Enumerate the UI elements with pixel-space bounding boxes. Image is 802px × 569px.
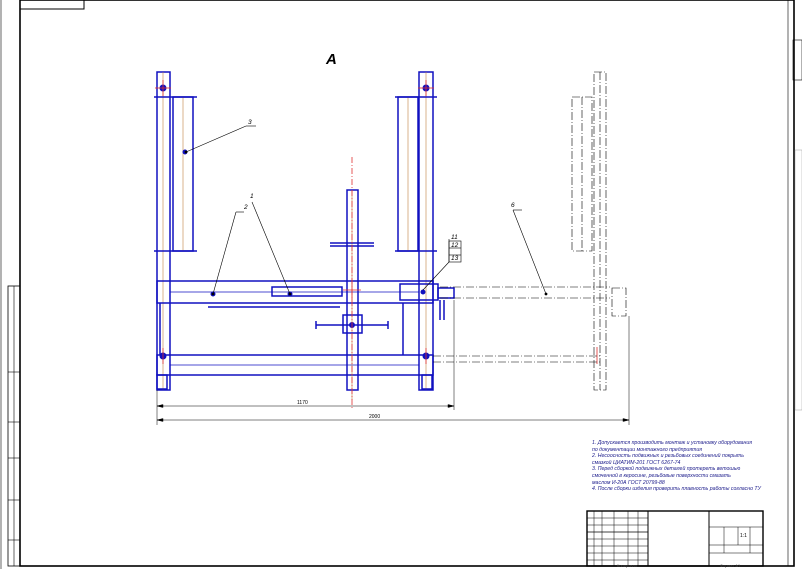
center-marks — [155, 80, 598, 410]
dimension-lines — [156, 300, 630, 425]
footer-format: Формат А1 — [720, 563, 741, 568]
callout-6: 6 — [511, 202, 515, 209]
callout-3: 3 — [248, 119, 252, 126]
note-line: 4. После сборки изделия проверить плавно… — [592, 486, 761, 493]
callout-1: 1 — [250, 193, 254, 200]
technical-notes: 1. Допускается производить монтаж и уста… — [592, 440, 784, 493]
note-line: 1. Допускается производить монтаж и уста… — [592, 440, 753, 446]
callout-13: 13 — [451, 255, 459, 262]
phantom-position — [433, 71, 627, 391]
note-line: смоченной в керосине, резьбовые поверхно… — [592, 472, 731, 479]
dimension-overall: 2000 — [369, 414, 380, 420]
title-block — [586, 510, 764, 567]
callout-2: 2 — [243, 204, 248, 211]
note-line: 3. Перед сборкой подвижных деталей проте… — [592, 466, 741, 473]
leaders — [185, 125, 547, 295]
note-line: 2. Несоосность подвижных и резьбовых сое… — [592, 453, 744, 460]
pivot-details — [159, 84, 430, 360]
scale-value: 1:1 — [740, 533, 747, 539]
callout-11: 11 — [451, 234, 458, 241]
dimension-inner: 1170 — [297, 400, 308, 406]
footer-copied: Копировал — [617, 563, 638, 568]
view-label: А — [326, 51, 337, 68]
leader-dots — [184, 150, 548, 296]
note-line: по документации монтажного предприятия — [592, 446, 702, 453]
note-line: смазкой ЦИАТИМ-201 ГОСТ 6267-74 — [592, 459, 681, 466]
frame-assembly — [154, 71, 455, 400]
callout-12: 12 — [451, 242, 459, 249]
note-line: маслом И-20А ГОСТ 20799-88 — [592, 479, 665, 486]
